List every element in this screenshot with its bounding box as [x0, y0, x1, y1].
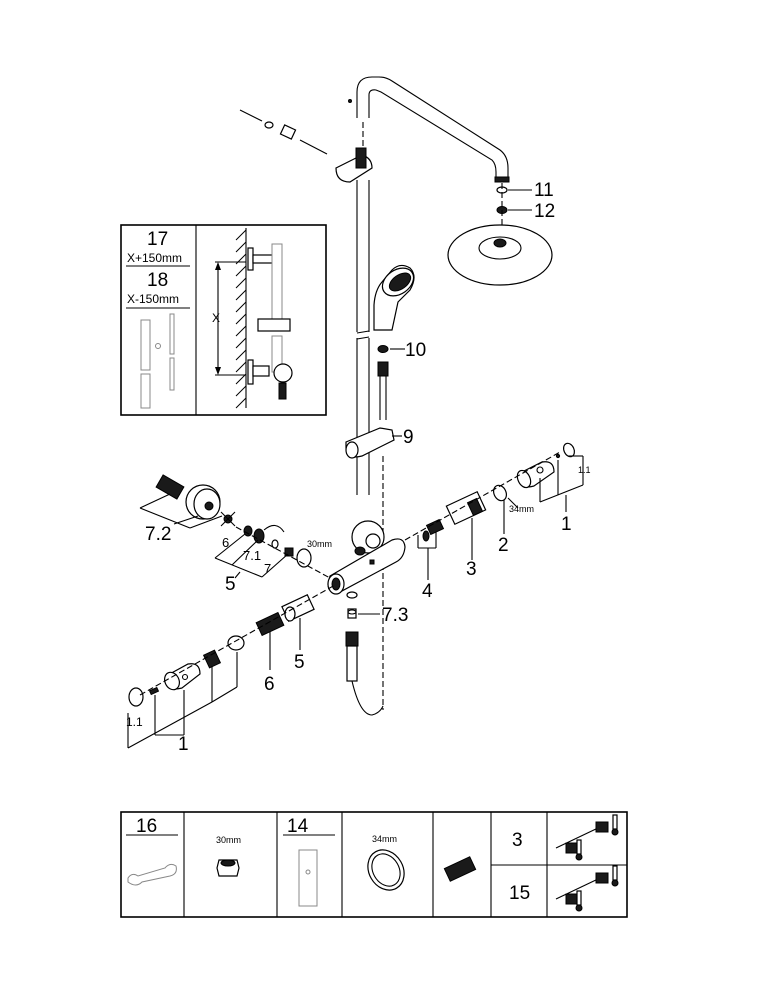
cartridge-icon [443, 856, 477, 882]
slider [345, 427, 402, 710]
callout-6: 6 [264, 674, 275, 695]
rail-extension-inset: 17 X+150mm 18 X-150mm [120, 224, 327, 416]
tool-34mm-label: 34mm [372, 834, 397, 844]
callout-2: 2 [498, 535, 509, 556]
dimension-x-label: X [212, 311, 220, 325]
part-17-length: X+150mm [127, 251, 182, 265]
callout-1-1-left: 1.1 [126, 715, 143, 729]
callout-10: 9 [403, 427, 414, 448]
callout-5: 5 [294, 652, 305, 673]
set-screw-icon [348, 99, 352, 103]
wrench-icon [127, 863, 177, 886]
callout-1-right: 1 [561, 514, 572, 535]
tools-table: 16 30mm 14 34mm 3 15 [120, 811, 628, 918]
callout-labels: 11 12 10 9 1.1 1 34mm 2 3 4 7.3 30mm 7.2… [126, 180, 591, 755]
callout-9: 7.3 [382, 605, 408, 626]
callout-7-2: 7 [264, 561, 271, 576]
tool-14-label: 14 [287, 816, 309, 837]
right-side-parts [404, 442, 584, 580]
dim-34mm: 34mm [509, 504, 534, 514]
callout-12: 11 [534, 180, 554, 201]
shower-arm [348, 76, 510, 183]
callout-7: 5 [225, 574, 236, 595]
part-17-label: 17 [147, 229, 168, 250]
tool-15-label: 15 [509, 883, 530, 904]
callout-8: 7.2 [145, 524, 171, 545]
callout-4: 4 [422, 581, 433, 602]
sleeve-tool-icon [298, 849, 318, 907]
tool-3-label: 3 [512, 830, 523, 851]
hot-cold-cartridge-icon [555, 814, 619, 861]
callout-11: 10 [405, 340, 426, 361]
part-18-length: X-150mm [127, 292, 179, 306]
callout-7-1: 6 [222, 535, 229, 550]
callout-13: 12 [534, 201, 555, 222]
riser-rail [356, 180, 370, 495]
callout-3: 3 [466, 559, 477, 580]
callout-1-left: 1 [178, 734, 189, 755]
wall-bracket-top [239, 109, 373, 183]
left-upper-parts [139, 474, 331, 579]
tool-16-label: 16 [136, 816, 157, 837]
callout-7-3: 7.1 [243, 548, 261, 563]
hose-connector [345, 608, 384, 716]
tool-30mm-label: 30mm [216, 835, 241, 845]
left-lower-parts [127, 584, 336, 749]
hand-shower [373, 264, 415, 420]
thermostat-body [327, 520, 406, 599]
dim-30mm: 30mm [307, 539, 332, 549]
callout-1-1-right: 1.1 [578, 465, 591, 475]
hot-cold-cartridge-icon [555, 865, 619, 912]
part-18-label: 18 [147, 270, 168, 291]
ring-icon [367, 849, 405, 891]
head-shower [447, 183, 553, 286]
